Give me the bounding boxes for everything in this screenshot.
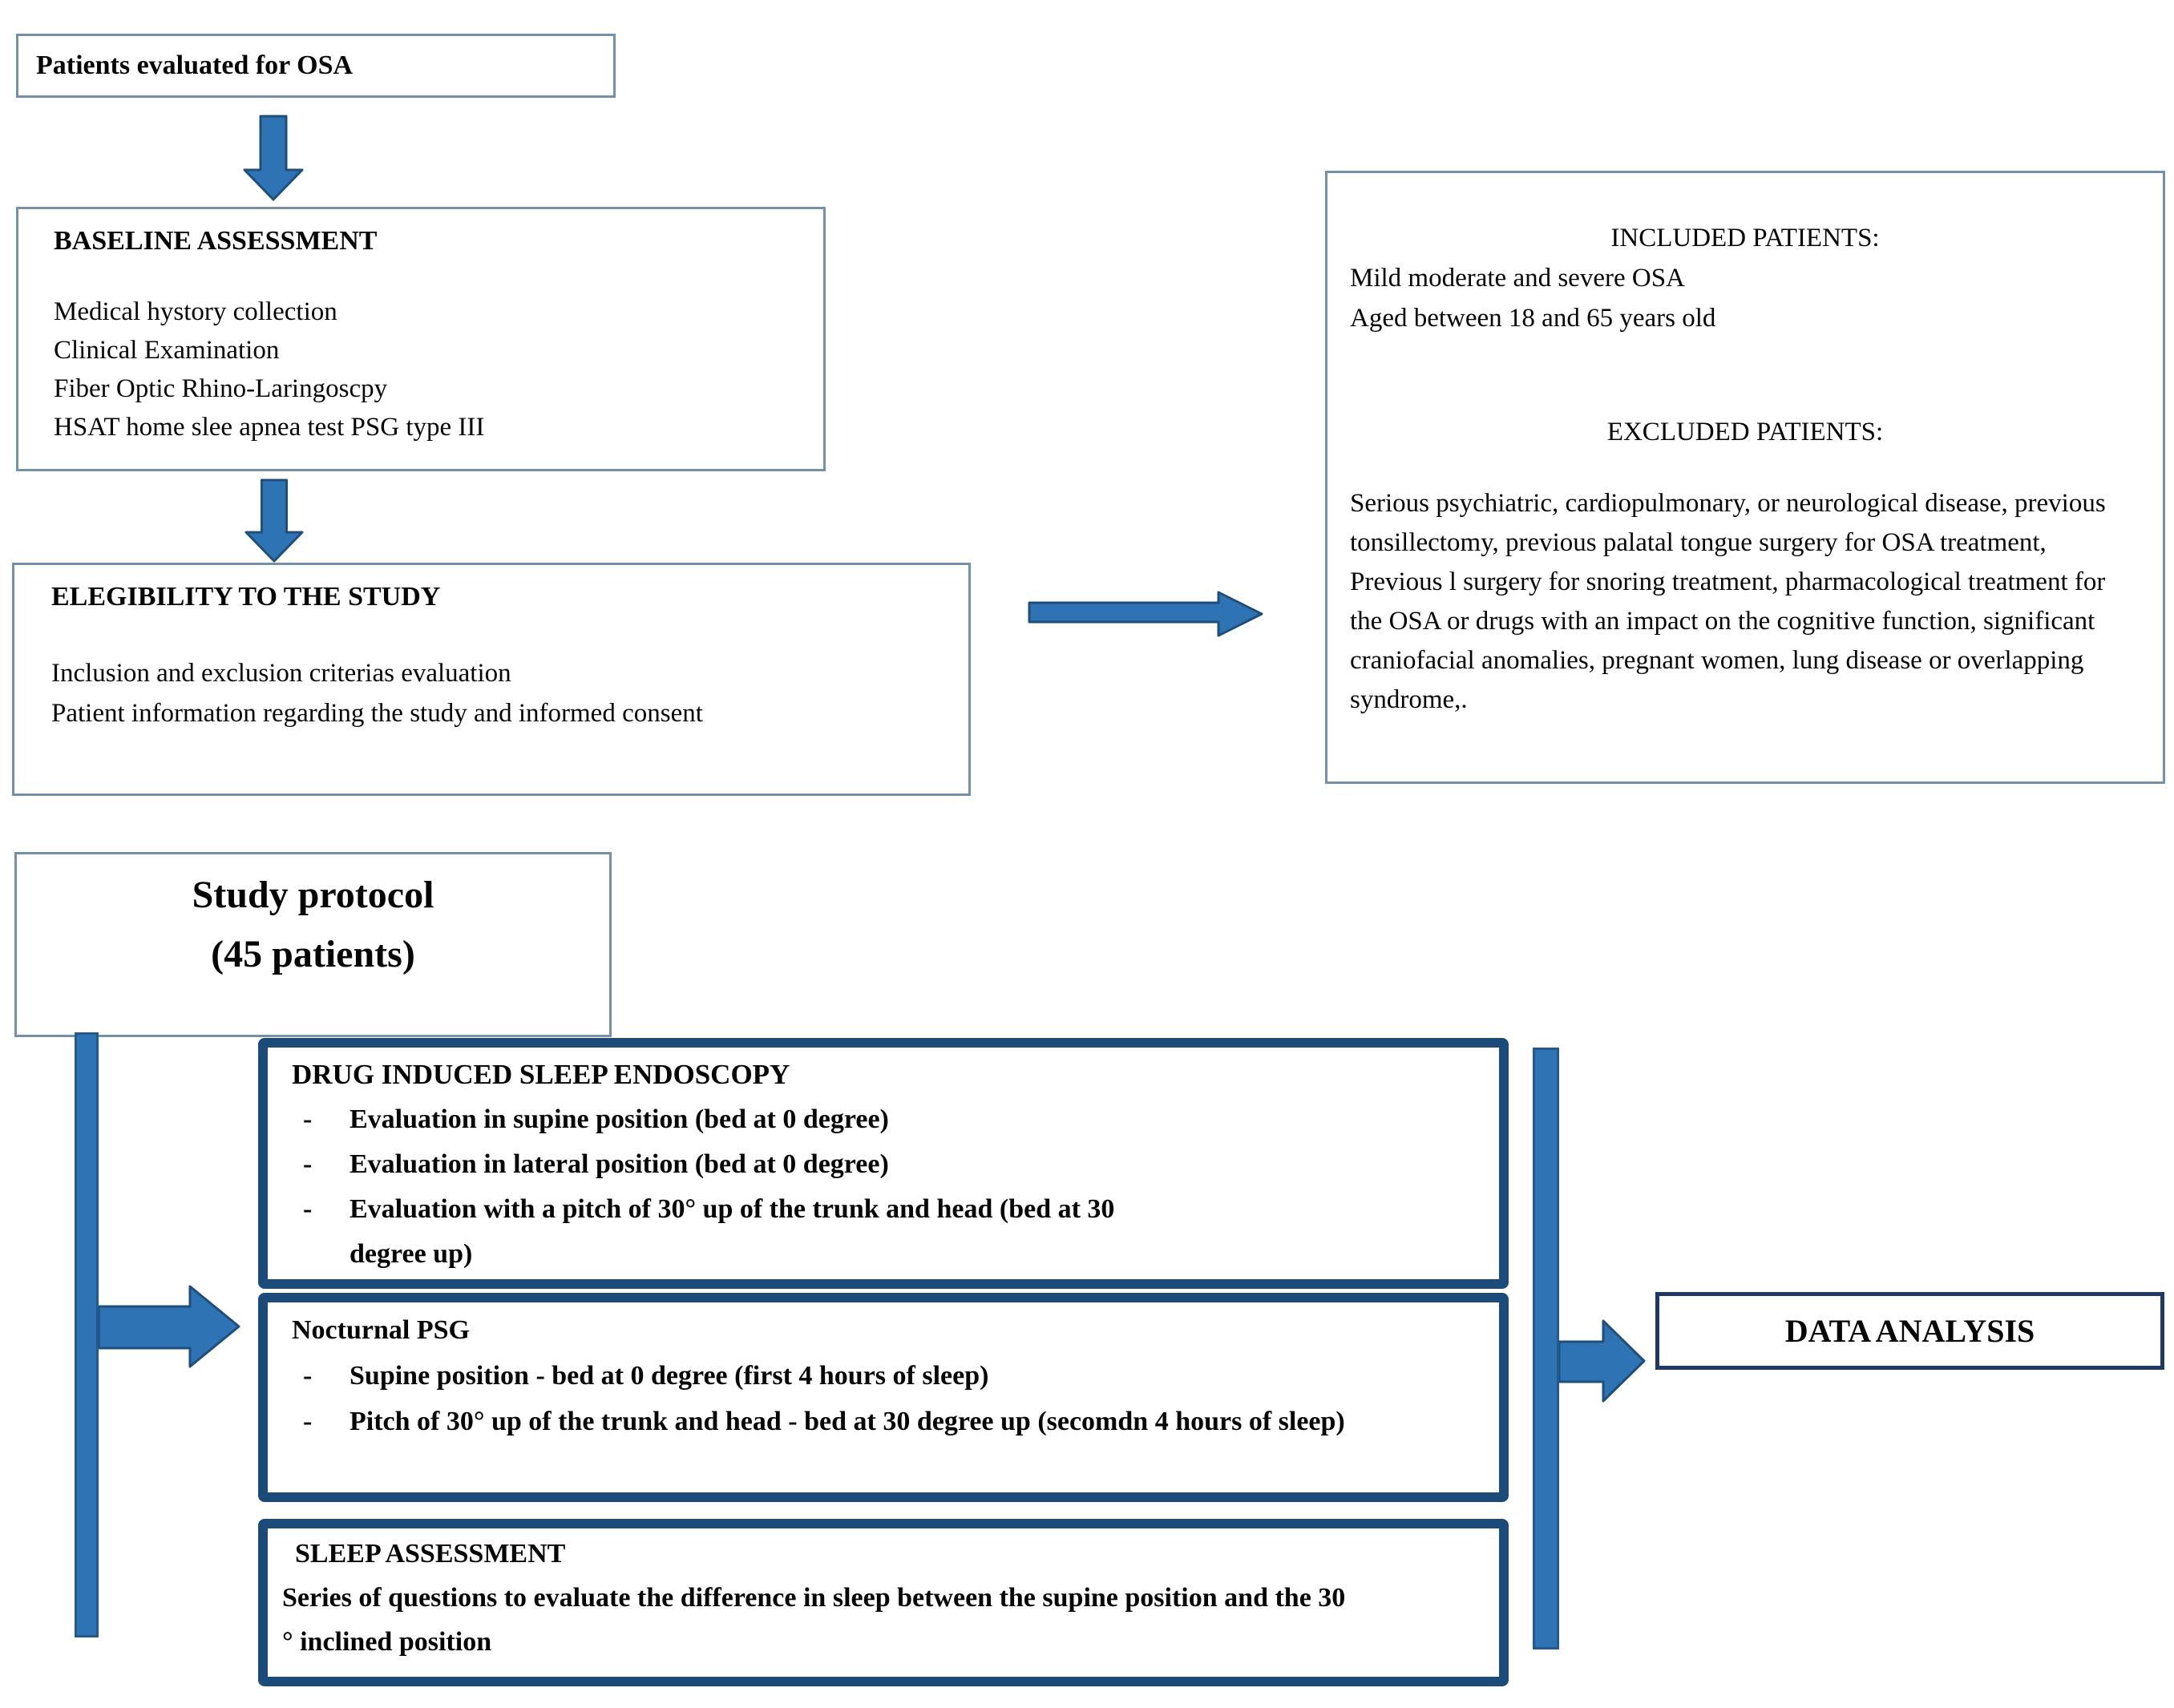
list-item: Mild moderate and severe OSA <box>1350 264 1685 293</box>
baseline-assessment-title: BASELINE ASSESSMENT <box>54 226 378 256</box>
list-item: Medical hystory collection <box>54 297 337 326</box>
left-connector-bar <box>75 1032 99 1637</box>
eligibility-box: ELEGIBILITY TO THE STUDY Inclusion and e… <box>12 563 971 796</box>
dash-bullet: - <box>303 1361 313 1391</box>
right-arrow-to-criteria-icon <box>1028 591 1263 637</box>
baseline-assessment-box: BASELINE ASSESSMENT Medical hystory coll… <box>16 207 826 471</box>
dise-items: - Evaluation in supine position (bed at … <box>292 1097 1485 1277</box>
dash-bullet: - <box>303 1194 313 1224</box>
list-item: HSAT home slee apnea test PSG type III <box>54 413 485 442</box>
eligibility-title: ELEGIBILITY TO THE STUDY <box>51 582 441 612</box>
list-item: Fiber Optic Rhino-Laringoscpy <box>54 374 388 403</box>
criteria-box: INCLUDED PATIENTS: Mild moderate and sev… <box>1325 171 2165 784</box>
eligibility-items: Inclusion and exclusion criterias evalua… <box>51 653 954 733</box>
sleep-assessment-text: Series of questions to evaluate the diff… <box>282 1583 1346 1657</box>
study-protocol-line2: (45 patients) <box>211 933 415 975</box>
list-item: Patient information regarding the study … <box>51 699 703 728</box>
patients-evaluated-label: Patients evaluated for OSA <box>36 50 354 80</box>
list-item: Inclusion and exclusion criterias evalua… <box>51 659 511 688</box>
dash-bullet: - <box>303 1149 313 1179</box>
down-arrow-to-eligibility-icon <box>244 478 304 563</box>
list-item: - Pitch of 30° up of the trunk and head … <box>292 1399 1485 1444</box>
included-patients-heading: INCLUDED PATIENTS: <box>1610 224 1880 252</box>
nocturnal-psg-items: - Supine position - bed at 0 degree (fir… <box>292 1353 1485 1444</box>
branch-arrow-to-protocol-boxes-icon <box>99 1285 240 1368</box>
excluded-patients-text: Serious psychiatric, cardiopulmonary, or… <box>1350 489 2106 714</box>
dash-bullet: - <box>303 1104 313 1134</box>
list-item: - Supine position - bed at 0 degree (fir… <box>292 1353 1485 1399</box>
sleep-assessment-title: SLEEP ASSESSMENT <box>295 1539 566 1569</box>
down-arrow-to-baseline-icon <box>243 115 304 201</box>
patients-evaluated-box: Patients evaluated for OSA <box>16 34 616 98</box>
list-item: - Evaluation in supine position (bed at … <box>292 1097 1485 1142</box>
list-item: - Evaluation with a pitch of 30° up of t… <box>292 1187 1485 1277</box>
list-item: Aged between 18 and 65 years old <box>1350 304 1716 333</box>
study-protocol-line1: Study protocol <box>192 874 434 916</box>
excluded-patients-heading: EXCLUDED PATIENTS: <box>1606 418 1884 446</box>
dise-title: DRUG INDUCED SLEEP ENDOSCOPY <box>292 1059 790 1090</box>
dise-box: DRUG INDUCED SLEEP ENDOSCOPY - Evaluatio… <box>258 1038 1509 1289</box>
nocturnal-psg-box: Nocturnal PSG - Supine position - bed at… <box>258 1293 1509 1502</box>
sleep-assessment-box: SLEEP ASSESSMENT Series of questions to … <box>258 1519 1509 1686</box>
baseline-assessment-items: Medical hystory collection Clinical Exam… <box>54 293 809 446</box>
branch-arrow-to-data-analysis-icon <box>1559 1319 1646 1403</box>
right-connector-bar <box>1533 1048 1559 1649</box>
nocturnal-psg-title: Nocturnal PSG <box>292 1315 470 1345</box>
list-item: Clinical Examination <box>54 336 280 365</box>
list-item: - Evaluation in lateral position (bed at… <box>292 1142 1485 1187</box>
study-protocol-box: Study protocol (45 patients) <box>14 852 612 1037</box>
dash-bullet: - <box>303 1407 313 1436</box>
data-analysis-box: DATA ANALYSIS <box>1655 1292 2164 1370</box>
data-analysis-label: DATA ANALYSIS <box>1784 1313 2035 1349</box>
